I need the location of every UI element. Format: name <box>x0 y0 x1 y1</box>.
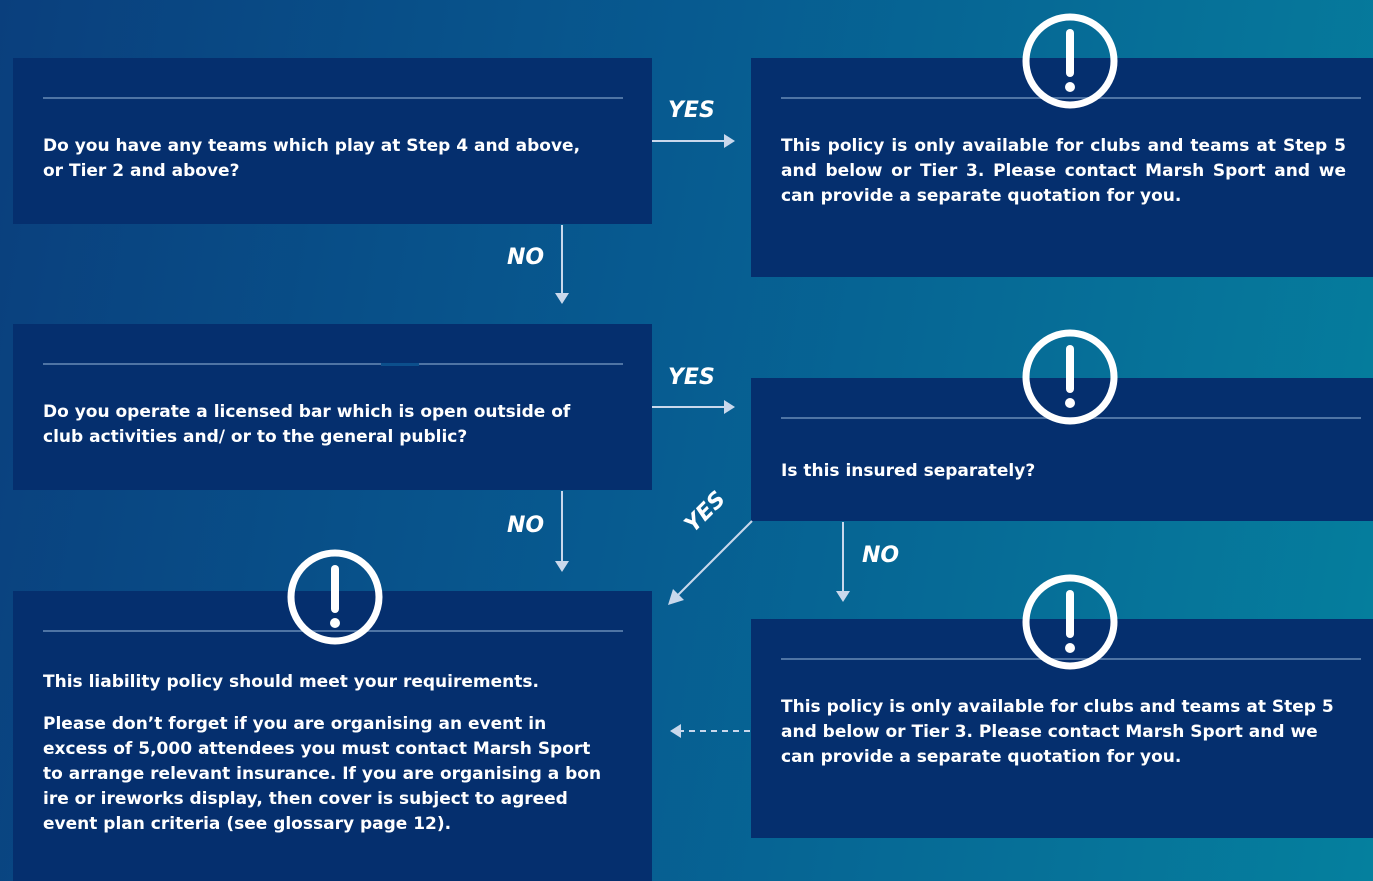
outcome-text: This policy is only available for clubs … <box>781 136 1346 206</box>
outcome-box-bottom-left: This liability policy should meet your r… <box>13 591 652 881</box>
no-arrowhead-3 <box>836 591 850 602</box>
question-text: Do you operate a licensed bar which is o… <box>43 402 571 447</box>
alert-icon <box>1022 574 1118 670</box>
question-text: Is this insured separately? <box>781 461 1036 481</box>
outcome-box-top-right: This policy is only available for clubs … <box>751 58 1373 277</box>
divider <box>781 97 1361 99</box>
alert-icon <box>1022 329 1118 425</box>
no-arrowhead-1 <box>555 293 569 304</box>
divider <box>43 630 623 632</box>
no-arrowhead-2 <box>555 561 569 572</box>
divider <box>43 97 623 99</box>
no-label: NO <box>507 513 545 538</box>
yes-arrowhead-diagonal <box>668 589 684 605</box>
alert-icon <box>287 549 383 645</box>
divider <box>43 363 623 365</box>
no-label: NO <box>862 543 900 568</box>
question-box-insured: Is this insured separately? <box>751 378 1373 521</box>
question-box-step4: Do you have any teams which play at Step… <box>13 58 652 224</box>
divider-accent <box>381 363 419 366</box>
yes-label: YES <box>668 98 715 123</box>
yes-arrowhead-2 <box>724 400 735 414</box>
outcome-text-intro: This liability policy should meet your r… <box>43 672 539 692</box>
outcome-text-events: Please don’t forget if you are organisin… <box>43 714 602 834</box>
yes-label-diagonal: YES <box>680 486 731 538</box>
divider <box>781 658 1361 660</box>
no-label: NO <box>507 245 545 270</box>
outcome-box-bottom-right: This policy is only available for clubs … <box>751 619 1373 838</box>
yes-label: YES <box>668 365 715 390</box>
question-text: Do you have any teams which play at Step… <box>43 136 581 181</box>
alert-icon <box>1022 13 1118 109</box>
outcome-text: This policy is only available for clubs … <box>781 697 1334 767</box>
yes-arrowhead-1 <box>724 134 735 148</box>
question-box-bar: Do you operate a licensed bar which is o… <box>13 324 652 490</box>
dashed-arrowhead <box>670 724 681 738</box>
yes-arrow-diagonal <box>675 520 753 598</box>
